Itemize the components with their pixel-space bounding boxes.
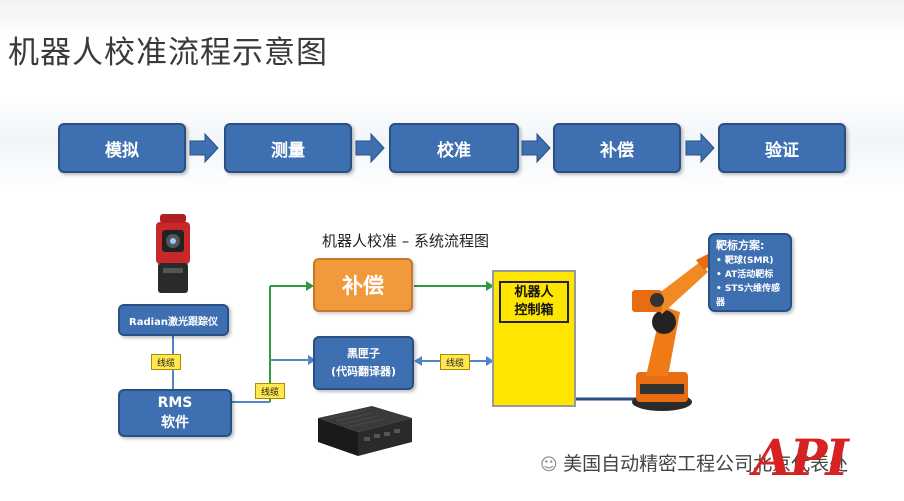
cable-tag-3: 线缆 xyxy=(440,354,470,370)
flow-arrow-1 xyxy=(189,132,219,164)
page-title: 机器人校准流程示意图 xyxy=(8,35,328,71)
step-measure: 测量 xyxy=(224,123,352,173)
target-solution-box: 靶标方案: • 靶球(SMR) • AT活动靶标 • STS六维传感器 xyxy=(708,233,792,312)
cable-tag-2: 线缆 xyxy=(255,383,285,399)
robot-arm-image xyxy=(632,252,716,411)
blackbox-label-line1: 黑匣子 xyxy=(347,347,380,360)
cable-tag-1: 线缆 xyxy=(151,354,181,370)
target-solution-title: 靶标方案: xyxy=(716,239,765,252)
flow-arrow-3 xyxy=(521,132,551,164)
wechat-watermark: ☺ 美国自动精密工程公司北京代表处 xyxy=(540,449,848,476)
compensation-box: 补偿 xyxy=(313,258,413,312)
laser-tracker-label: Radian激光跟踪仪 xyxy=(129,316,218,328)
watermark-text: 美国自动精密工程公司北京代表处 xyxy=(563,453,849,475)
laser-tracker-box: Radian激光跟踪仪 xyxy=(118,304,229,336)
wechat-icon: ☺ xyxy=(540,455,564,475)
rms-label-line1: RMS xyxy=(157,395,193,411)
target-item-sts: • STS六维传感器 xyxy=(716,284,780,308)
blackbox-label-line2: (代码翻译器) xyxy=(330,365,397,378)
flow-arrow-2 xyxy=(355,132,385,164)
step-calibrate: 校准 xyxy=(389,123,519,173)
controller-label-line1: 机器人 xyxy=(514,285,554,300)
laser-tracker-image xyxy=(156,214,190,293)
rms-label-line2: 软件 xyxy=(161,415,189,431)
target-item-at: • AT活动靶标 xyxy=(716,270,774,280)
rms-software-box: RMS 软件 xyxy=(118,389,232,437)
industrial-pc-image xyxy=(318,406,412,456)
controller-label-line2: 控制箱 xyxy=(514,303,554,318)
flow-arrow-4 xyxy=(685,132,715,164)
target-item-smr: • 靶球(SMR) xyxy=(716,256,774,266)
header-gradient xyxy=(0,0,904,40)
step-compensate: 补偿 xyxy=(553,123,681,173)
step-verify: 验证 xyxy=(718,123,846,173)
diagram-subtitle: 机器人校准 – 系统流程图 xyxy=(322,232,490,250)
robot-controller-label: 机器人 控制箱 xyxy=(499,281,569,323)
black-box: 黑匣子 (代码翻译器) xyxy=(313,336,414,390)
api-logo: API xyxy=(753,428,849,487)
step-simulate: 模拟 xyxy=(58,123,186,173)
